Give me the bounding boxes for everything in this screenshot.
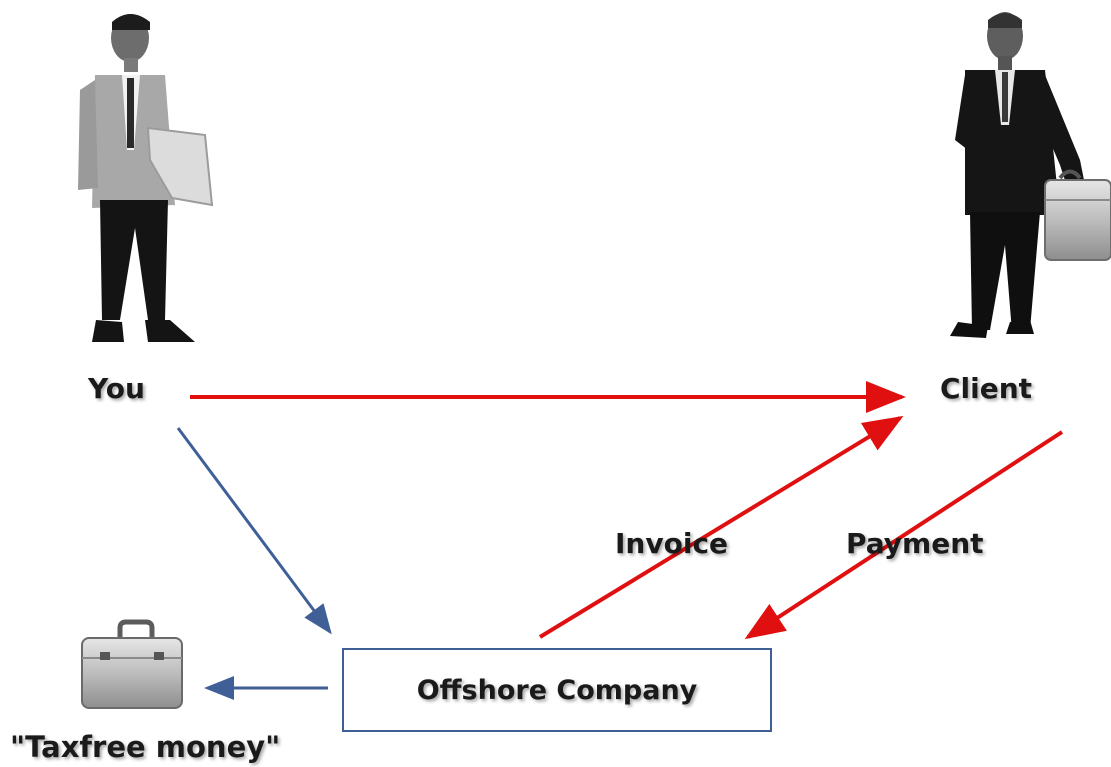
node-you-label: You (88, 372, 145, 405)
offshore-company-label: Offshore Company (416, 674, 698, 706)
person-client-icon (950, 12, 1111, 338)
arrow-invoice (538, 415, 904, 639)
person-you-icon (78, 14, 214, 342)
briefcase-icon (81, 619, 183, 709)
node-client-label: Client (940, 372, 1033, 405)
offshore-company-box: Offshore Company (342, 648, 772, 732)
edge-payment-label: Payment (846, 527, 984, 560)
arrow-payment (744, 430, 1064, 640)
edge-invoice-label: Invoice (615, 527, 729, 560)
taxfree-money-label: "Taxfree money" (10, 730, 281, 764)
arrow-you-to-company (176, 427, 332, 635)
